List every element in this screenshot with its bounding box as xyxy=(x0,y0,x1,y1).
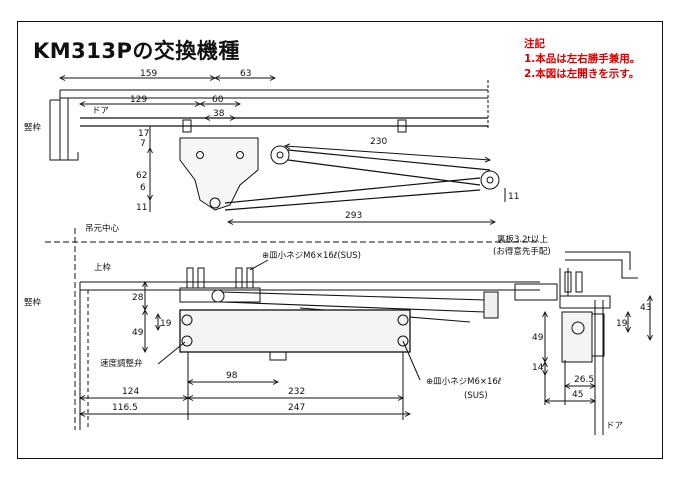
dim-7: 7 xyxy=(140,139,146,149)
dim-17: 17 xyxy=(138,129,149,139)
label-frame-top: 竪枠 xyxy=(24,122,42,133)
dim-side-14: 14 xyxy=(532,363,544,373)
label-vertical-frame: 竪枠 xyxy=(24,297,42,308)
label-speed-valve: 速度調整弁 xyxy=(100,358,143,369)
label-screw-top: ⊕皿小ネジM6×16ℓ(SUS) xyxy=(262,250,361,261)
dim-6: 6 xyxy=(140,183,146,193)
label-door-side: ドア xyxy=(606,421,623,431)
label-upper-frame: 上枠 xyxy=(94,262,112,273)
closer-body xyxy=(179,309,411,353)
side-frame xyxy=(565,251,638,279)
dim-63: 63 xyxy=(240,69,251,79)
dim-159: 159 xyxy=(140,69,157,79)
dim-side-45: 45 xyxy=(572,390,583,400)
top-view xyxy=(49,78,506,222)
dim-38: 38 xyxy=(213,109,225,119)
dim-98: 98 xyxy=(226,371,238,381)
bolt-hole xyxy=(196,151,204,159)
arm-end xyxy=(480,170,500,190)
bolt-hole xyxy=(236,151,244,159)
dim-side-49: 49 xyxy=(532,333,544,343)
label-client-note: (お得意先手配) xyxy=(493,246,551,257)
door-panel xyxy=(80,117,488,127)
main-bracket xyxy=(179,137,259,211)
dim-19: 19 xyxy=(160,319,172,329)
note-item-1: 1.本品は左右勝手兼用。 xyxy=(524,53,641,65)
label-door-top: ドア xyxy=(92,106,109,116)
note-item-2: 2.本図は左開きを示す。 xyxy=(524,68,640,80)
dim-side-19: 19 xyxy=(616,319,628,329)
dim-60: 60 xyxy=(212,95,224,105)
dim-230: 230 xyxy=(370,137,387,147)
side-door xyxy=(594,300,604,435)
frame-section xyxy=(59,89,488,160)
upper-frame-line xyxy=(80,281,540,291)
dim-232: 232 xyxy=(288,387,305,397)
dim-129: 129 xyxy=(130,95,147,105)
drawing-title: KM313Pの交換機種 xyxy=(33,39,240,63)
dim-49: 49 xyxy=(132,328,144,338)
dim-293: 293 xyxy=(345,211,362,221)
label-back-plate: 裏板3.2t以上 xyxy=(497,234,548,245)
arm-end-block xyxy=(483,291,499,319)
screw xyxy=(182,119,192,133)
side-view xyxy=(514,251,650,435)
frame-profile xyxy=(49,99,79,161)
label-screw-bottom: ⊕皿小ネジM6×16ℓ xyxy=(426,376,501,387)
dim-11-left: 11 xyxy=(136,203,147,213)
front-arm-pivot xyxy=(211,289,225,303)
pivot xyxy=(209,197,221,209)
valve-cap xyxy=(269,351,287,361)
dim-side-43: 43 xyxy=(640,303,651,313)
side-arm xyxy=(514,283,558,301)
label-sus: (SUS) xyxy=(464,391,488,401)
notes-heading: 注記 xyxy=(524,38,545,50)
dim-11-right: 11 xyxy=(508,192,519,202)
arm-pivot xyxy=(270,145,290,165)
dim-247: 247 xyxy=(288,403,305,413)
label-hinge-center: 吊元中心 xyxy=(85,223,120,234)
dim-62: 62 xyxy=(136,171,147,181)
dim-116-5: 116.5 xyxy=(112,403,138,413)
front-view xyxy=(45,228,540,430)
dim-side-26-5: 26.5 xyxy=(574,375,594,385)
side-plate xyxy=(559,295,611,309)
link-arm xyxy=(224,177,481,211)
screw xyxy=(397,119,407,133)
notes-block: 注記 1.本品は左右勝手兼用。 2.本図は左開きを示す。 xyxy=(524,37,640,82)
dim-28: 28 xyxy=(132,293,144,303)
dim-124: 124 xyxy=(122,387,139,397)
side-body xyxy=(561,311,593,363)
drawing-border xyxy=(17,21,663,459)
